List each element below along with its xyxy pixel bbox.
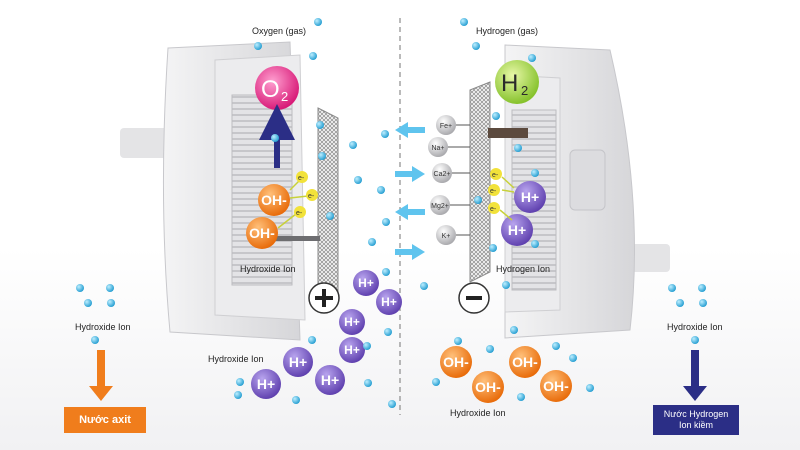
mineral-na: Na+ [428,137,470,157]
svg-text:H+: H+ [358,276,374,290]
left-output-hydroxide-label: Hydroxide Ion [75,322,131,332]
anode-hydroxide-label: Hydroxide Ion [240,264,296,274]
alkaline-hydroxide-label: Hydroxide Ion [450,408,506,418]
h-ion: H+ [339,337,365,363]
acid-output-arrow [89,350,113,401]
svg-text:Fe+: Fe+ [440,123,452,130]
acid-water-label: Nước axit [79,414,131,426]
h-ion: H+ [283,347,313,377]
water-molecule-dots [76,18,707,408]
alkaline-water-box: Nước Hydrogen Ion kiềm [653,405,739,435]
svg-text:Na+: Na+ [431,145,444,152]
svg-text:H+: H+ [521,189,539,205]
svg-text:2: 2 [281,89,288,104]
svg-text:H+: H+ [289,354,307,370]
svg-text:Ca2+: Ca2+ [434,171,451,178]
svg-text:e-: e- [490,188,497,195]
anode-oh-ion-1: OH- [258,184,290,216]
svg-text:H+: H+ [321,372,339,388]
h-ion: H+ [315,365,345,395]
mineral-ions: Fe+ Na+ Ca2+ Mg2+ K+ [428,115,470,245]
acid-h-ion-cluster: H+ H+ H+ H+ H+ H+ H+ [251,270,402,399]
h-ion: H+ [353,270,379,296]
svg-text:H+: H+ [344,315,360,329]
anode-oh-ion-2: OH- [246,217,278,249]
svg-text:e-: e- [296,210,303,217]
cathode-hydrogen-label: Hydrogen Ion [496,264,550,274]
h-ion: H+ [376,289,402,315]
alkaline-water-label-line2: Ion kiềm [678,420,713,430]
anode-electrons: e- e- e- [277,171,318,229]
svg-text:O: O [261,76,280,103]
acid-water-box: Nước axit [64,407,146,433]
right-output-hydroxide-label: Hydroxide Ion [667,322,723,332]
mineral-fe: Fe+ [436,115,470,135]
cathode-h-ion-1: H+ [514,181,546,213]
alkaline-oh-ion-cluster: OH- OH- OH- OH- [440,346,572,403]
svg-text:e-: e- [492,172,499,179]
hydrogen-gas-label: Hydrogen (gas) [476,26,538,36]
cathode-mesh [469,81,528,283]
mineral-mg: Mg2+ [430,195,470,215]
alkaline-output-arrow [683,350,707,401]
oh-ion: OH- [440,346,472,378]
svg-text:H+: H+ [508,222,526,238]
svg-text:OH-: OH- [249,225,275,241]
svg-text:OH-: OH- [261,192,287,208]
svg-text:H+: H+ [381,295,397,309]
oh-ion: OH- [472,371,504,403]
negative-terminal [458,282,490,314]
svg-text:e-: e- [298,175,305,182]
oh-ion: OH- [540,370,572,402]
alkaline-water-label-line1: Nước Hydrogen [663,409,729,419]
hydrogen-molecule: H 2 [495,60,539,104]
right-electrolyzer-casing [504,44,670,339]
svg-text:e-: e- [308,193,315,200]
svg-text:OH-: OH- [443,354,469,370]
svg-text:Mg2+: Mg2+ [431,203,449,210]
cathode-h-ion-2: H+ [501,214,533,246]
svg-text:OH-: OH- [543,378,569,394]
oxygen-molecule: O 2 [255,66,299,110]
oh-ion: OH- [509,346,541,378]
svg-text:H: H [501,70,518,97]
mineral-ca: Ca2+ [432,163,470,183]
svg-text:e-: e- [490,206,497,213]
oxygen-gas-label: Oxygen (gas) [252,26,306,36]
svg-text:2: 2 [521,83,528,98]
acid-hydroxide-label: Hydroxide Ion [208,354,264,364]
mineral-k: K+ [436,225,470,245]
h-ion: H+ [251,369,281,399]
positive-terminal [308,282,340,314]
ion-flow-arrows [395,122,425,260]
cathode-electrons: e- e- e- [488,168,515,221]
svg-text:OH-: OH- [512,354,538,370]
svg-text:H+: H+ [344,343,360,357]
h-ion: H+ [339,309,365,335]
svg-text:K+: K+ [442,233,451,240]
svg-text:OH-: OH- [475,379,501,395]
svg-text:H+: H+ [257,376,275,392]
